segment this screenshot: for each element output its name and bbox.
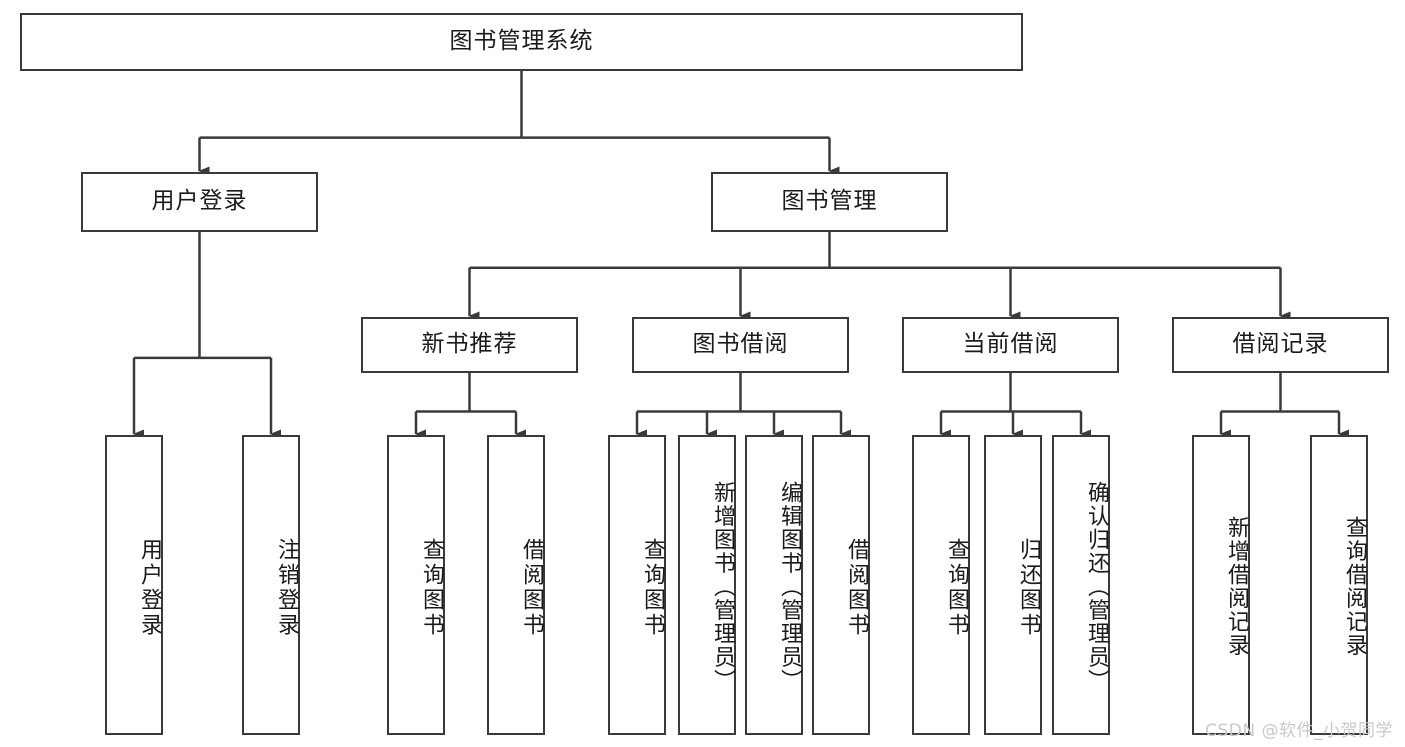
node-label: 图书管理 [781,188,878,215]
node-label: 查询图书 [419,538,444,638]
node-label: 新增借阅记录 [1224,516,1249,657]
leaf-current-return-book[interactable]: 归还图书 [984,435,1042,735]
leaf-borrow-lend-book[interactable]: 借阅图书 [812,435,870,735]
node-label: 借阅记录 [1232,331,1329,358]
node-label: 用户登录 [151,188,248,215]
node-borrowing-record[interactable]: 借阅记录 [1172,317,1389,373]
node-label: 查询图书 [640,538,665,638]
leaf-record-query-borrow-record[interactable]: 查询借阅记录 [1310,435,1368,735]
node-label: 新增图书（管理员） [710,480,735,693]
node-current-borrowing[interactable]: 当前借阅 [902,317,1119,373]
node-label: 注销登录 [274,538,299,638]
node-label: 确认归还（管理员） [1084,480,1109,693]
leaf-current-query-book[interactable]: 查询图书 [912,435,970,735]
node-label: 归还图书 [1016,538,1041,638]
node-label: 借阅图书 [519,538,544,638]
node-label: 图书管理系统 [449,28,594,55]
leaf-user-logout[interactable]: 注销登录 [242,435,300,735]
node-label: 用户登录 [137,538,162,638]
leaf-borrow-query-book[interactable]: 查询图书 [608,435,666,735]
leaf-recommend-borrow-book[interactable]: 借阅图书 [487,435,545,735]
leaf-record-add-borrow-record[interactable]: 新增借阅记录 [1192,435,1250,735]
node-label: 当前借阅 [962,331,1059,358]
node-label: 查询图书 [944,538,969,638]
node-label: 新书推荐 [421,331,518,358]
node-label: 查询借阅记录 [1342,516,1367,657]
leaf-user-login[interactable]: 用户登录 [105,435,163,735]
connector-lines [132,71,1349,439]
node-label: 编辑图书（管理员） [777,480,802,693]
leaf-borrow-add-book-admin[interactable]: 新增图书（管理员） [678,435,736,735]
node-root[interactable]: 图书管理系统 [20,13,1023,71]
leaf-current-confirm-return-admin[interactable]: 确认归还（管理员） [1052,435,1110,735]
csdn-watermark: CSDN @软件_小贺同学 [1205,721,1393,741]
leaf-recommend-query-book[interactable]: 查询图书 [387,435,445,735]
node-new-book-recommendation[interactable]: 新书推荐 [361,317,578,373]
node-label: 图书借阅 [692,331,789,358]
node-label: 借阅图书 [844,538,869,638]
node-book-borrowing[interactable]: 图书借阅 [632,317,849,373]
node-book-management[interactable]: 图书管理 [711,172,948,232]
node-user-login[interactable]: 用户登录 [81,172,318,232]
leaf-borrow-edit-book-admin[interactable]: 编辑图书（管理员） [745,435,803,735]
